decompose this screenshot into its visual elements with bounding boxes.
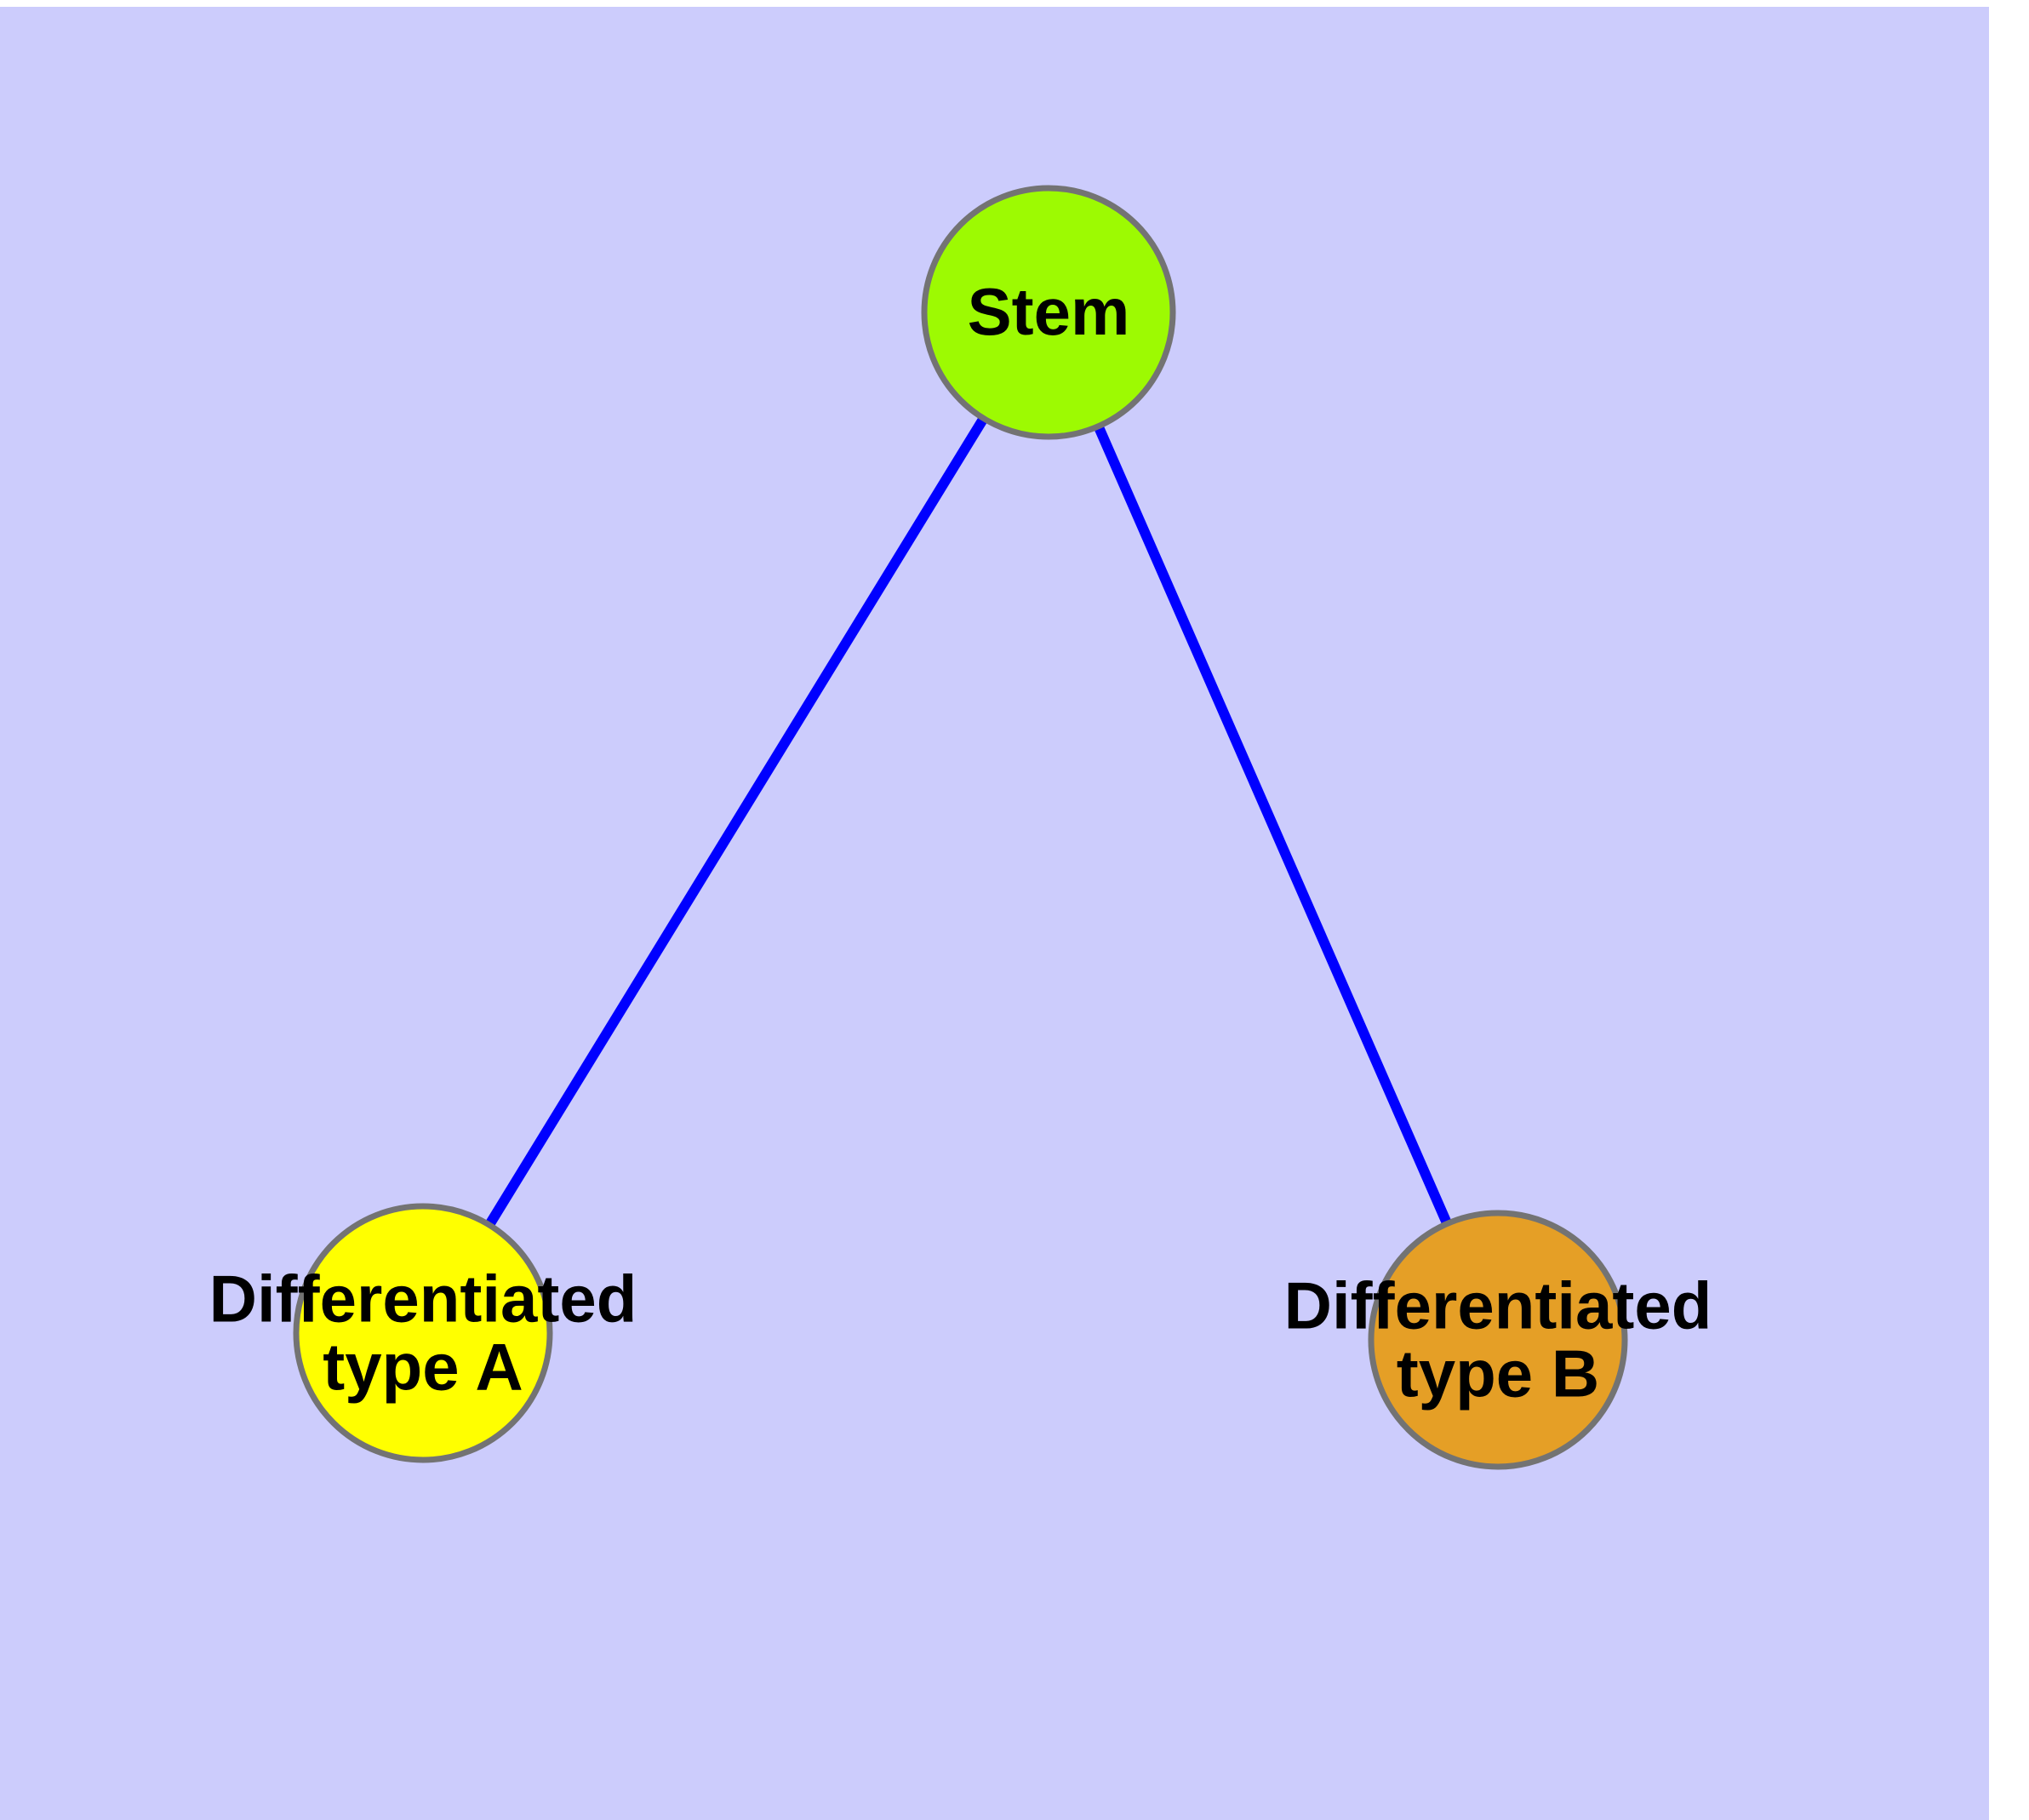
node-differentiated-type-a[interactable]	[293, 1203, 553, 1463]
node-layer	[293, 185, 1628, 1470]
node-differentiated-type-b[interactable]	[1368, 1210, 1628, 1470]
node-stem[interactable]	[921, 185, 1176, 440]
edge-layer	[418, 309, 1503, 1342]
edge-stem-to-type-a	[418, 309, 1054, 1336]
edge-stem-to-type-b	[1043, 310, 1503, 1342]
